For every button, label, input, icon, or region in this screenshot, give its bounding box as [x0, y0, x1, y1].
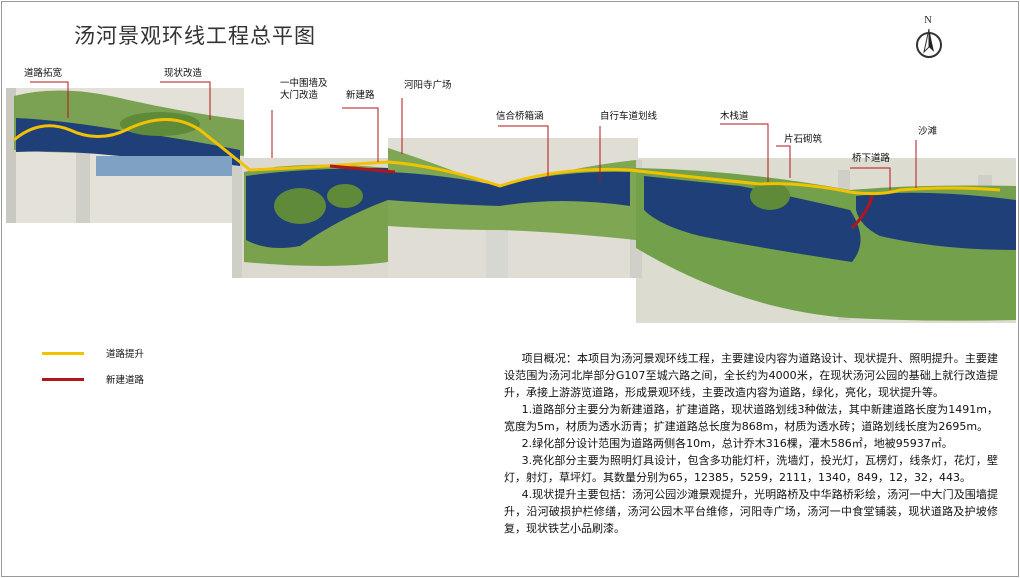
desc-lighting: 3.亮化部分主要为照明灯具设计，包含多功能灯杆，洗墙灯，投光灯，瓦楞灯，线条灯，… — [504, 454, 998, 484]
project-description: 项目概况：本项目为汤河景观环线工程，主要建设内容为道路设计、现状提升、照明提升。… — [504, 350, 998, 537]
site-plan-map — [6, 81, 1016, 323]
desc-greening: 2.绿化部分设计范围为道路两侧各10m，总计乔木316棵，灌木586㎡，地被95… — [521, 437, 953, 450]
north-label: N — [924, 14, 932, 26]
label-sand-beach: 沙滩 — [918, 126, 938, 137]
river-water — [16, 118, 1016, 262]
label-road-widen: 道路拓宽 — [24, 68, 63, 79]
page-title: 汤河景观环线工程总平图 — [74, 24, 316, 48]
label-school-wall: 一中围墙及 大门改造 — [280, 78, 328, 101]
island-greens — [120, 112, 790, 224]
legend-new-road-swatch — [42, 378, 84, 381]
north-arrow: N — [912, 14, 946, 62]
label-bike-lane: 自行车道划线 — [600, 111, 658, 122]
desc-roads: 1.道路部分主要分为新建道路，扩建道路，现状道路划线3种做法，其中新建道路长度为… — [504, 403, 998, 433]
desc-overview: 项目概况：本项目为汤河景观环线工程，主要建设内容为道路设计、现状提升、照明提升。… — [504, 352, 998, 399]
compass-icon — [916, 28, 942, 58]
new-road-path — [329, 164, 396, 174]
label-new-road: 新建路 — [346, 90, 375, 101]
label-bridge-culvert: 信合桥箱涵 — [496, 111, 544, 122]
legend-road-upgrade-swatch — [42, 352, 84, 355]
legend-road-upgrade-label: 道路提升 — [106, 349, 145, 360]
label-existing-improve: 现状改造 — [164, 68, 203, 79]
label-boardwalk: 木栈道 — [720, 111, 749, 122]
label-stone-beach: 片石砌筑 — [784, 134, 823, 145]
road-upgrade-path — [13, 118, 1001, 196]
legend-new-road-label: 新建道路 — [106, 375, 145, 386]
desc-upgrade: 4.现状提升主要包括：汤河公园沙滩景观提升，光明路桥及中华路桥彩绘，汤河一中大门… — [504, 488, 998, 535]
label-heyang-temple: 河阳寺广场 — [404, 80, 452, 91]
leader-lines — [30, 81, 917, 190]
label-under-bridge: 桥下道路 — [852, 153, 891, 164]
new-road-path-2 — [850, 195, 874, 230]
